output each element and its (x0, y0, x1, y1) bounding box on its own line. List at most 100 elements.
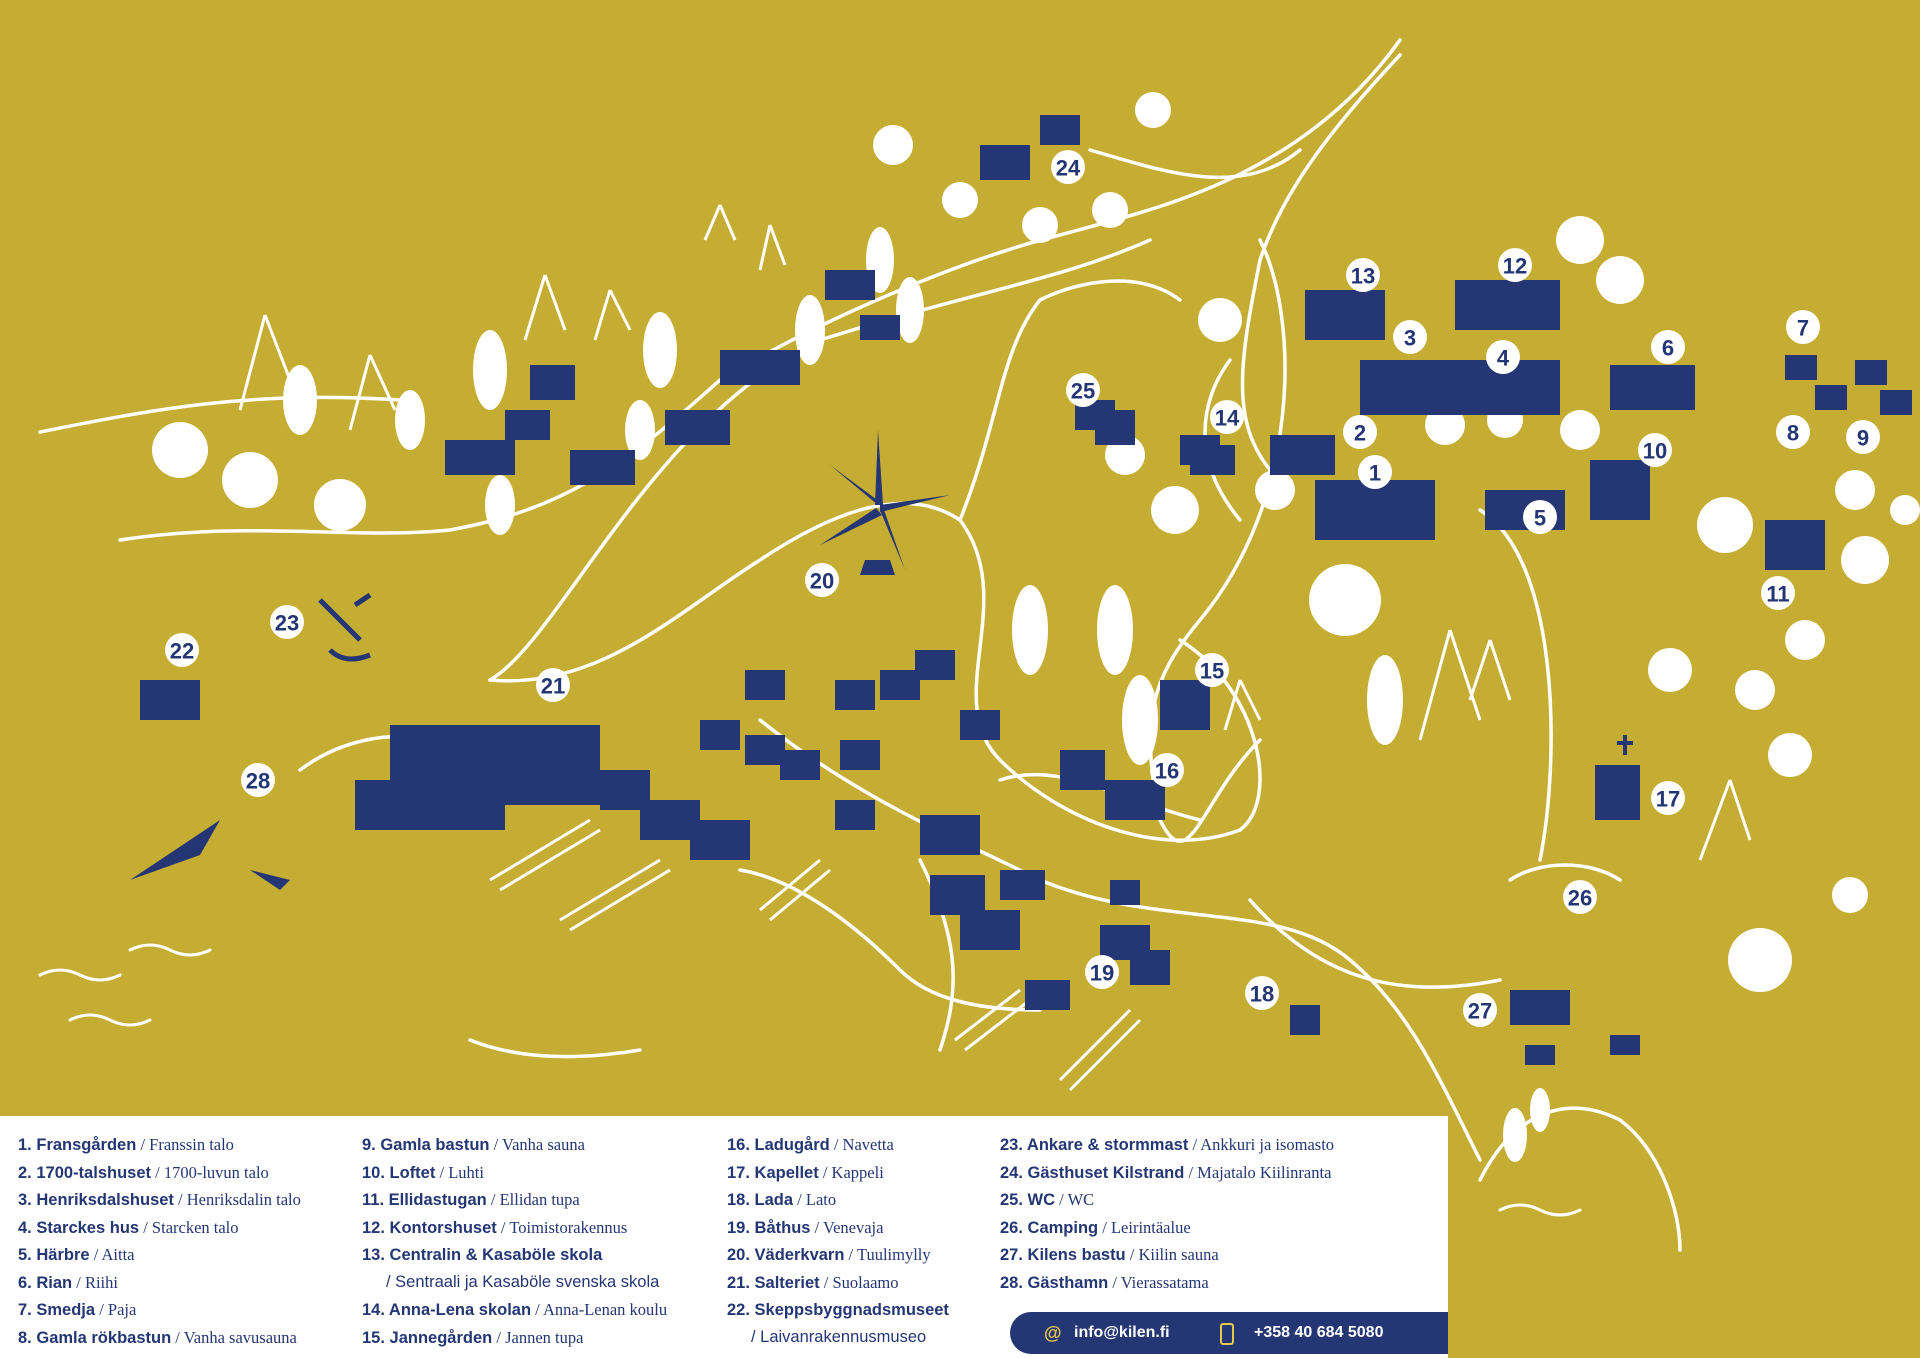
marker-circle (1245, 976, 1279, 1010)
legend-item-finnish: / Ellidan tupa (486, 1190, 580, 1209)
marker-circle (1210, 400, 1244, 434)
marker-17[interactable]: 17 (1651, 781, 1685, 815)
legend-item-number: 8. (18, 1328, 37, 1347)
legend-item: 28. Gästhamn / Vierassatama (1000, 1269, 1334, 1297)
legend-item-swedish: Anna-Lena skolan (388, 1301, 532, 1319)
legend-item-finnish: / Riihi (72, 1272, 118, 1292)
marker-circle (1346, 258, 1380, 292)
marker-11[interactable]: 11 (1761, 576, 1795, 610)
legend-item-swedish: Skeppsbyggnadsmuseet (754, 1301, 949, 1319)
legend-item: 4. Starckes hus / Starcken talo (18, 1214, 301, 1242)
marker-5[interactable]: 5 (1523, 500, 1557, 534)
legend-item: 23. Ankare & stormmast / Ankkuri ja isom… (1000, 1131, 1334, 1159)
marker-21[interactable]: 21 (536, 668, 570, 702)
legend-item: 14. Anna-Lena skolan / Anna-Lenan koulu (362, 1296, 667, 1324)
marker-label: 26 (1568, 886, 1592, 911)
marker-circle (241, 763, 275, 797)
marker-label: 6 (1662, 336, 1674, 361)
legend-item-finnish: / Kappeli (818, 1162, 884, 1182)
trees (152, 92, 1920, 1162)
legend-item-number: 20. (727, 1246, 755, 1264)
legend-item-number: 4. (18, 1218, 37, 1237)
marker-15[interactable]: 15 (1195, 653, 1229, 687)
marker-28[interactable]: 28 (241, 763, 275, 797)
marker-label: 23 (275, 611, 299, 636)
buildings (130, 115, 1912, 1065)
marker-25[interactable]: 25 (1066, 373, 1100, 407)
legend-item-swedish: 1700-talshuset (36, 1163, 151, 1182)
marker-circle (1846, 420, 1880, 454)
marker-23[interactable]: 23 (270, 605, 304, 639)
legend-item: 13. Centralin & Kasaböle skola (362, 1241, 667, 1269)
legend-item: 25. WC / WC (1000, 1186, 1334, 1214)
legend-item-swedish: Salteriet (754, 1273, 820, 1292)
marker-label: 21 (541, 674, 565, 699)
legend-item-finnish: / Vierassatama (1108, 1272, 1209, 1292)
email-link[interactable]: info@kilen.fi (1074, 1324, 1170, 1341)
marker-label: 18 (1250, 982, 1274, 1007)
legend-item-finnish: / Majatalo Kiilinranta (1184, 1162, 1332, 1182)
legend-item-swedish: Ellidastugan (388, 1191, 487, 1209)
marker-circle (1358, 455, 1392, 489)
marker-1[interactable]: 1 (1358, 455, 1392, 489)
legend-item: 2. 1700-talshuset / 1700-luvun talo (18, 1159, 301, 1187)
phone-number[interactable]: +358 40 684 5080 (1254, 1324, 1384, 1341)
legend-item: 10. Loftet / Luhti (362, 1159, 667, 1187)
marker-6[interactable]: 6 (1651, 330, 1685, 364)
legend-item: 20. Väderkvarn / Tuulimylly (727, 1241, 949, 1269)
legend-item-number: 15. (362, 1328, 390, 1347)
roads (38, 38, 1682, 1252)
marker-8[interactable]: 8 (1776, 415, 1810, 449)
marker-3[interactable]: 3 (1393, 320, 1427, 354)
marker-22[interactable]: 22 (165, 633, 199, 667)
legend-item-swedish: Kontorshuset (389, 1218, 497, 1237)
marker-24[interactable]: 24 (1051, 150, 1085, 184)
legend-item-number: 18. (727, 1191, 755, 1209)
marker-27[interactable]: 27 (1463, 993, 1497, 1027)
marker-circle (1651, 330, 1685, 364)
marker-7[interactable]: 7 (1786, 310, 1820, 344)
legend-item-number: 11. (362, 1191, 389, 1209)
legend-item-finnish: / Luhti (435, 1162, 484, 1182)
legend-item-number: 14. (362, 1301, 389, 1319)
marker-20[interactable]: 20 (805, 563, 839, 597)
anchor-icon (318, 592, 372, 662)
marker-label: 7 (1797, 316, 1809, 341)
marker-9[interactable]: 9 (1846, 420, 1880, 454)
marker-13[interactable]: 13 (1346, 258, 1380, 292)
marker-14[interactable]: 14 (1210, 400, 1244, 434)
legend-item-finnish: / Vanha savusauna (171, 1327, 297, 1347)
marker-19[interactable]: 19 (1085, 955, 1119, 989)
legend-item-number: 9. (362, 1136, 381, 1154)
marker-4[interactable]: 4 (1486, 340, 1520, 374)
legend-item-swedish: Gamla rökbastun (36, 1328, 172, 1347)
marker-12[interactable]: 12 (1498, 248, 1532, 282)
legend-item-number: 13. (362, 1246, 390, 1264)
legend-item-swedish: Kilens bastu (1027, 1246, 1126, 1264)
marker-circle (270, 605, 304, 639)
legend-item-finnish: / Laivanrakennusmuseo (751, 1327, 927, 1346)
legend-item-number: 12. (362, 1218, 390, 1237)
legend-item-finnish: / Vanha sauna (489, 1135, 585, 1154)
conifers (238, 204, 1752, 861)
marker-26[interactable]: 26 (1563, 880, 1597, 914)
marker-16[interactable]: 16 (1150, 753, 1184, 787)
legend-item-finnish: / Venevaja (810, 1217, 884, 1237)
marker-10[interactable]: 10 (1638, 433, 1672, 467)
marker-2[interactable]: 2 (1343, 415, 1377, 449)
legend-item-swedish: Jannegården (389, 1328, 493, 1347)
marker-circle (1195, 653, 1229, 687)
legend-item-swedish: Rian (36, 1273, 73, 1292)
legend-item: 7. Smedja / Paja (18, 1296, 301, 1324)
legend-column-4: 23. Ankare & stormmast / Ankkuri ja isom… (1000, 1131, 1334, 1296)
legend-item: 19. Båthus / Venevaja (727, 1214, 949, 1242)
marker-18[interactable]: 18 (1245, 976, 1279, 1010)
marker-label: 22 (170, 639, 194, 664)
marker-label: 19 (1090, 961, 1114, 986)
marker-circle (1563, 880, 1597, 914)
legend-item-number: 27. (1000, 1246, 1028, 1264)
legend-item-number: 23. (1000, 1136, 1027, 1154)
legend-item-number: 3. (18, 1191, 37, 1209)
